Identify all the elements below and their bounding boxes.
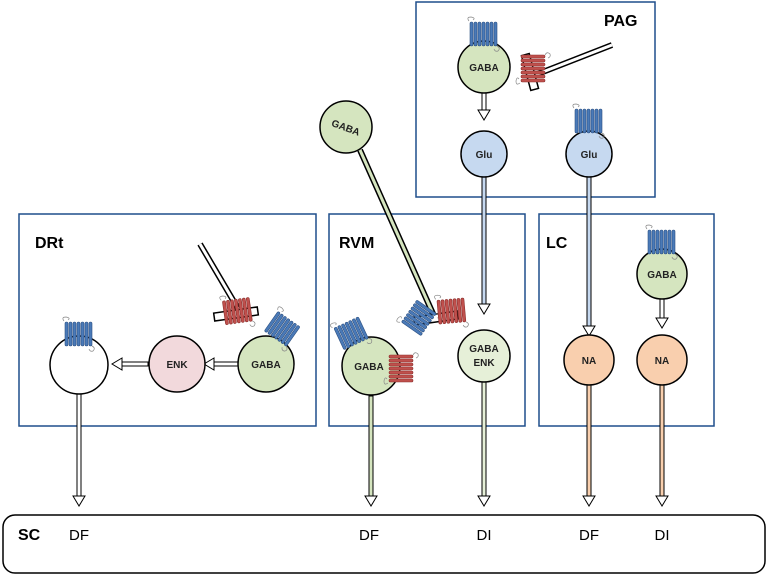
pag-gaba-label: GABA xyxy=(469,63,498,74)
lc-na-right-neuron xyxy=(636,334,688,386)
rvm-gabaenk-label-line1: GABA xyxy=(469,344,498,355)
lc-di-label: DI xyxy=(655,527,670,544)
rvm-box xyxy=(328,213,526,427)
axon-drt-gaba-to-enk xyxy=(203,357,239,371)
drt-label: DRt xyxy=(35,235,64,252)
axon-pag-gaba-to-glu xyxy=(477,89,491,121)
pag-label: PAG xyxy=(604,13,637,30)
rvm-df-label: DF xyxy=(359,527,379,544)
axon-outside-gaba-to-rvm xyxy=(357,148,437,318)
delta-receptor-rvm-gaba-icon xyxy=(383,352,419,385)
rvm-label: RVM xyxy=(339,235,374,252)
drt-gaba-neuron xyxy=(237,335,295,393)
drt-df-label: DF xyxy=(69,527,89,544)
pag-glu-right-label: Glu xyxy=(581,150,598,161)
sc-label: SC xyxy=(18,527,41,544)
pag-box xyxy=(415,1,656,198)
pag-glu-left-label: Glu xyxy=(476,150,493,161)
lc-na-left-neuron xyxy=(563,334,615,386)
pag-glu-left-neuron xyxy=(460,130,508,178)
lc-df-label: DF xyxy=(579,527,599,544)
axon-drt-delta xyxy=(197,242,243,314)
axon-rvm-gabaenk-to-sc xyxy=(477,377,491,507)
delta-receptor-drt-icon xyxy=(219,291,256,331)
lc-gaba-label: GABA xyxy=(647,270,676,281)
outside-gaba-neuron xyxy=(319,100,373,154)
rvm-di-label: DI xyxy=(477,527,492,544)
lc-na-left-label: NA xyxy=(582,356,596,367)
drt-gaba-label: GABA xyxy=(251,360,280,371)
axon-lc-na-right-to-sc xyxy=(655,379,669,507)
mu-receptor-pag-glu-icon xyxy=(572,103,605,139)
drt-enk-neuron xyxy=(148,335,206,393)
axon-rvm-gaba-to-sc xyxy=(364,395,378,507)
axon-drt-to-sc xyxy=(72,391,86,507)
lc-na-right-label: NA xyxy=(655,356,669,367)
rvm-gabaenk-label-line2: ENK xyxy=(473,358,495,369)
rvm-gaba-label: GABA xyxy=(354,362,383,373)
axon-drt-enk-to-neuron xyxy=(111,357,149,371)
rvm-gabaenk-neuron xyxy=(457,329,511,383)
delta-receptor-pag-icon xyxy=(515,52,551,85)
drt-enk-label: ENK xyxy=(166,360,188,371)
sc-box xyxy=(2,514,766,574)
lc-label: LC xyxy=(546,235,568,252)
drt-box xyxy=(18,213,317,427)
axon-pag-glu-to-lc xyxy=(582,175,596,337)
lc-box xyxy=(538,213,715,427)
axon-pag-delta xyxy=(533,42,614,78)
axon-lc-gaba-to-na xyxy=(655,295,669,329)
delta-receptor-rvm-terminal-icon xyxy=(434,292,469,330)
axon-lc-na-left-to-sc xyxy=(582,379,596,507)
